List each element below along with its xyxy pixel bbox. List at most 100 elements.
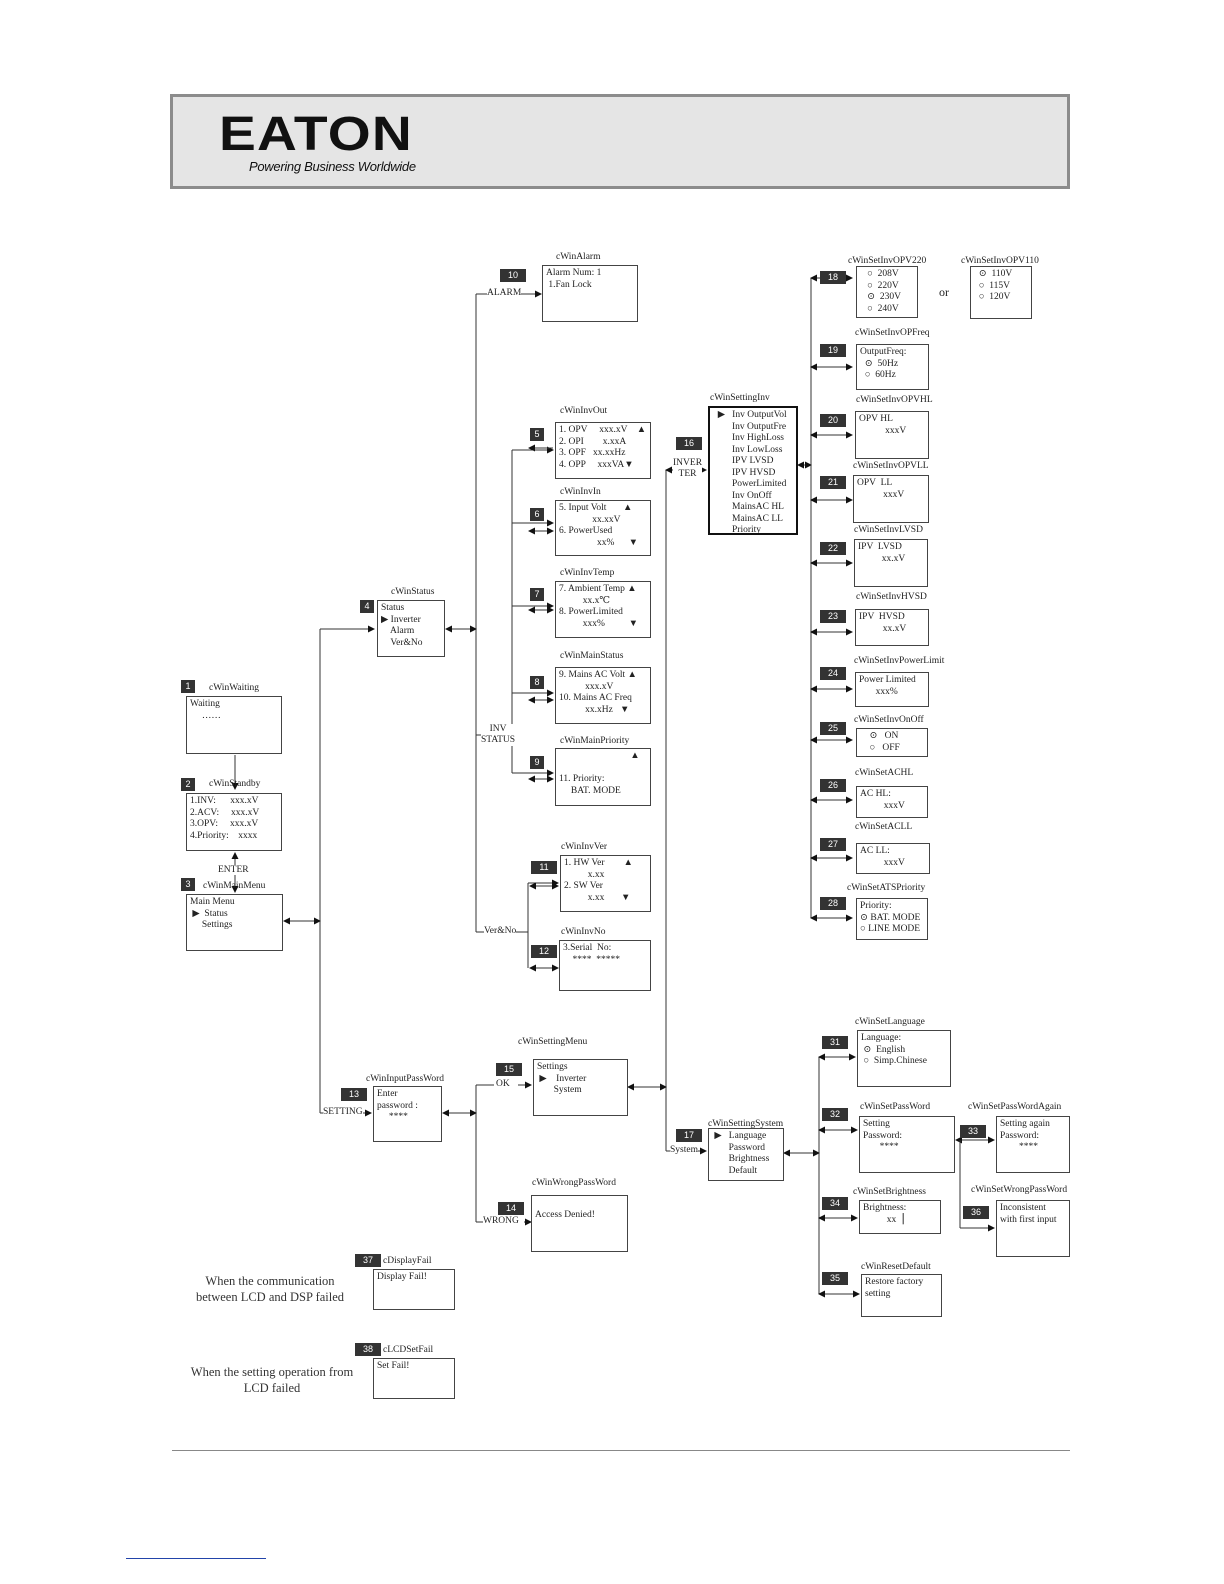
- window-title-b9: cWinMainPriority: [560, 736, 630, 746]
- step-number-b12: 12: [531, 945, 557, 958]
- window-box-b20: OPV HL xxxV: [855, 411, 929, 459]
- window-title-b20: cWinSetInvOPVHL: [856, 395, 933, 405]
- window-box-b6: 5. Input Volt ▲ xx.xxV 6. PowerUsed xx% …: [555, 500, 651, 556]
- window-title-b5: cWinInvOut: [560, 406, 608, 416]
- step-number-b15: 15: [496, 1063, 522, 1076]
- window-box-b4: Status ▶ Inverter Alarm Ver&No: [377, 600, 445, 657]
- step-number-b32: 32: [822, 1108, 848, 1121]
- window-box-b24: Power Limited xxx%: [855, 672, 929, 707]
- step-number-b4: 4: [360, 600, 374, 613]
- window-title-b8: cWinMainStatus: [560, 651, 624, 661]
- label-alarm: ALARM: [487, 288, 522, 298]
- window-title-b35: cWinResetDefault: [861, 1262, 931, 1272]
- window-box-b38: Set Fail!: [373, 1358, 455, 1399]
- window-title-b18b: cWinSetInvOPV110: [961, 256, 1039, 266]
- window-title-b19: cWinSetInvOPFreq: [855, 328, 930, 338]
- step-number-b28: 28: [820, 897, 846, 910]
- step-number-b21: 21: [820, 476, 846, 489]
- window-box-b11: 1. HW Ver ▲ x.xx 2. SW Ver x.xx ▼: [560, 855, 651, 912]
- window-box-b26: AC HL: xxxV: [856, 786, 928, 818]
- step-number-b3: 3: [181, 878, 195, 891]
- window-box-b12: 3.Serial No: **** *****: [559, 940, 651, 991]
- window-title-b37: cDisplayFail: [383, 1256, 432, 1266]
- window-title-b17: cWinSettingSystem: [708, 1119, 784, 1129]
- step-number-b13: 13: [341, 1088, 367, 1101]
- step-number-b14: 14: [498, 1202, 524, 1215]
- step-number-b2: 2: [181, 778, 195, 791]
- window-title-b3: cWinMainMenu: [203, 881, 266, 891]
- window-title-b14: cWinWrongPassWord: [532, 1178, 616, 1188]
- step-number-b33: 33: [960, 1125, 986, 1138]
- window-title-b22: cWinSetInvLVSD: [854, 525, 923, 535]
- step-number-b35: 35: [822, 1272, 848, 1285]
- label-wrong: WRONG: [483, 1216, 519, 1226]
- window-box-b16: ▶ Inv OutputVol Inv OutputFre Inv HighLo…: [708, 406, 798, 535]
- step-number-b27: 27: [820, 838, 846, 851]
- window-title-b10: cWinAlarm: [556, 252, 601, 262]
- window-box-b21: OPV LL xxxV: [853, 475, 929, 523]
- window-box-b34: Brightness: xx▕: [859, 1200, 941, 1234]
- window-title-b15: cWinSettingMenu: [518, 1037, 588, 1047]
- window-box-b2: 1.INV: xxx.xV 2.ACV: xxx.xV 3.OPV: xxx.x…: [186, 793, 282, 851]
- window-box-b8: 9. Mains AC Volt ▲ xxx.xV 10. Mains AC F…: [555, 667, 651, 724]
- window-box-b23: IPV HVSD xx.xV: [855, 609, 929, 646]
- label-inv-status: INV STATUS: [481, 724, 516, 746]
- step-number-b26: 26: [820, 779, 846, 792]
- window-title-b16: cWinSettingInv: [710, 393, 770, 403]
- footer-rule: [172, 1450, 1070, 1451]
- window-box-b14: Access Denied!: [531, 1195, 628, 1252]
- window-title-b32: cWinSetPassWord: [860, 1102, 931, 1112]
- step-number-b34: 34: [822, 1197, 848, 1210]
- step-number-b5: 5: [530, 428, 544, 441]
- tagline: Powering Business Worldwide: [249, 159, 416, 174]
- window-box-b31: Language: ⊙ English ○ Simp.Chinese: [857, 1030, 951, 1087]
- window-box-b1: Waiting ……: [186, 696, 282, 754]
- window-box-b13: Enter password : ****: [373, 1086, 442, 1142]
- step-number-b23: 23: [820, 610, 846, 623]
- step-number-b24: 24: [820, 667, 846, 680]
- window-title-b13: cWinInputPassWord: [366, 1074, 445, 1084]
- window-box-b15: Settings ▶ Inverter System: [533, 1059, 628, 1116]
- window-title-b18: cWinSetInvOPV220: [848, 256, 927, 266]
- step-number-b25: 25: [820, 722, 846, 735]
- window-box-b33: Setting again Password: ****: [996, 1116, 1070, 1173]
- step-number-b16: 16: [676, 437, 702, 450]
- step-number-b10: 10: [500, 269, 526, 282]
- window-title-b36: cWinSetWrongPassWord: [971, 1185, 1068, 1195]
- window-title-b21: cWinSetInvOPVLL: [853, 461, 929, 471]
- step-number-b38: 38: [355, 1343, 381, 1356]
- window-box-b18b: ⊙ 110V ○ 115V ○ 120V: [970, 266, 1032, 319]
- window-title-b31: cWinSetLanguage: [855, 1017, 925, 1027]
- window-title-b11: cWinInvVer: [561, 842, 608, 852]
- window-box-b5: 1. OPV xxx.xV ▲ 2. OPI x.xxA 3. OPF xx.x…: [555, 422, 651, 479]
- window-title-b28: cWinSetATSPriority: [847, 883, 926, 893]
- window-title-b4: cWinStatus: [391, 587, 435, 597]
- window-title-b38: cLCDSetFail: [383, 1345, 434, 1355]
- step-number-b1: 1: [181, 680, 195, 693]
- step-number-b19: 19: [820, 344, 846, 357]
- window-title-b1: cWinWaiting: [209, 683, 260, 693]
- window-title-b12: cWinInvNo: [561, 927, 606, 937]
- step-number-b8: 8: [530, 676, 544, 689]
- step-number-b6: 6: [530, 508, 544, 521]
- label-ok: OK: [496, 1079, 510, 1089]
- step-number-b9: 9: [530, 756, 544, 769]
- step-number-b20: 20: [820, 414, 846, 427]
- step-number-b18: 18: [820, 271, 846, 284]
- label-system: System: [670, 1145, 698, 1155]
- window-box-b36: Inconsistent with first input: [996, 1200, 1070, 1257]
- window-title-b2: cWinStandby: [209, 779, 261, 789]
- window-box-b37: Display Fail!: [373, 1269, 455, 1310]
- eaton-logo: EATON: [219, 108, 413, 161]
- step-number-b11: 11: [531, 861, 557, 874]
- window-box-b27: AC LL: xxxV: [856, 843, 930, 874]
- window-title-b27: cWinSetACLL: [855, 822, 913, 832]
- window-box-b18: ○ 208V ○ 220V ⊙ 230V ○ 240V: [856, 266, 918, 318]
- window-box-b3: Main Menu ▶ Status Settings: [186, 894, 283, 951]
- window-title-b6: cWinInvIn: [560, 487, 601, 497]
- window-box-b19: OutputFreq: ⊙ 50Hz ○ 60Hz: [856, 344, 929, 390]
- step-number-b22: 22: [820, 542, 846, 555]
- window-box-b7: 7. Ambient Temp ▲ xx.x℃ 8. PowerLimited …: [555, 581, 651, 638]
- window-title-b34: cWinSetBrightness: [853, 1187, 926, 1197]
